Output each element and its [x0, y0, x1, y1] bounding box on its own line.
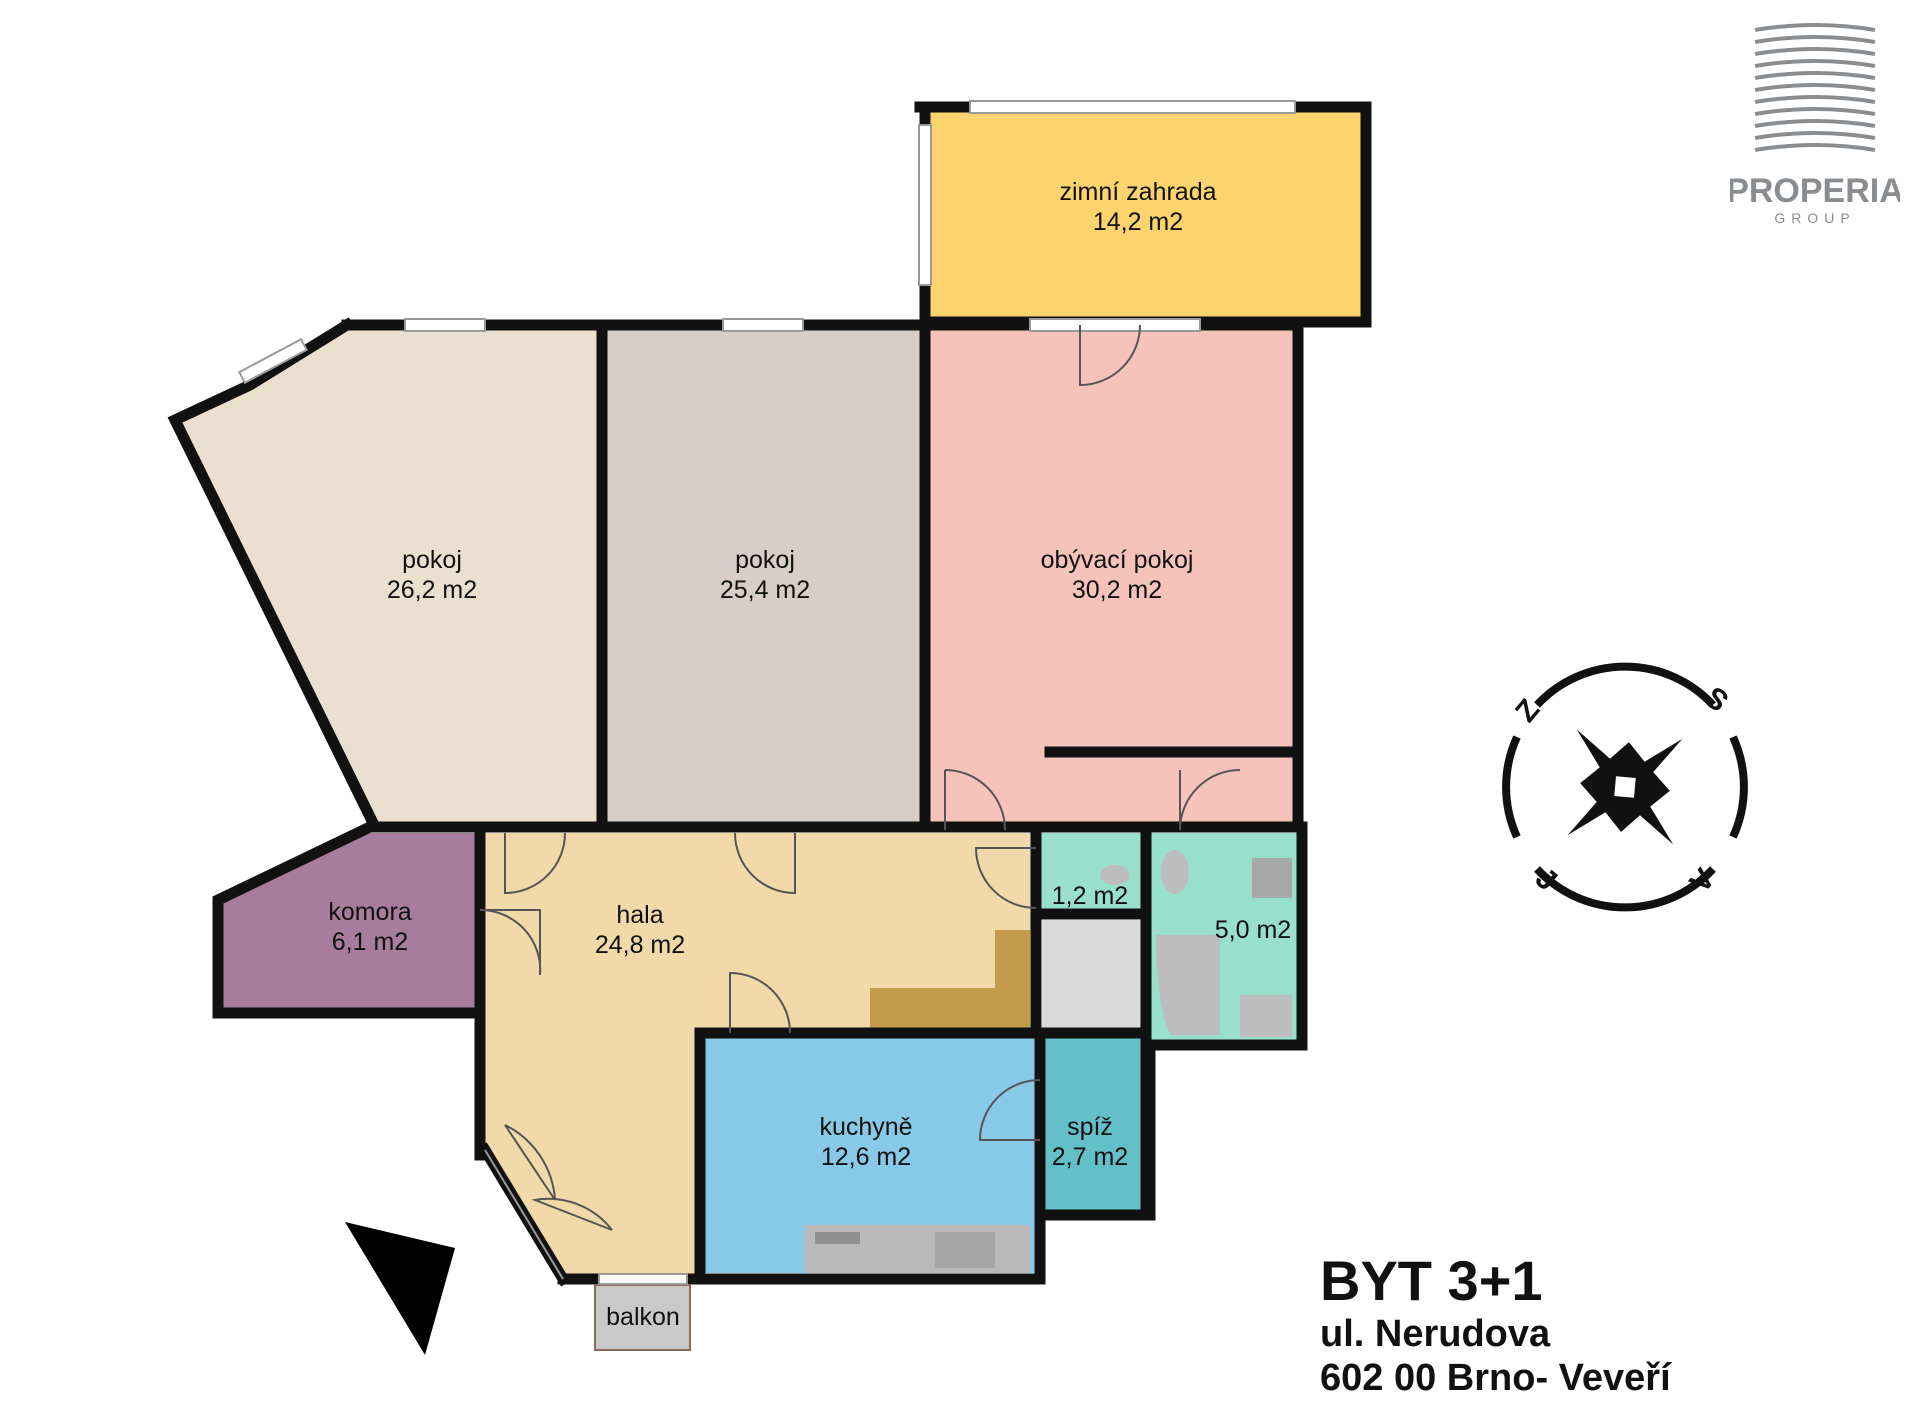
room-labels: zimní zahrada 14,2 m2 pokoj 26,2 m2 poko…: [328, 178, 1291, 1331]
room-fill-zimni-zahrada: [925, 107, 1366, 320]
stairs: [870, 930, 1030, 1028]
wc-sink-icon: [1100, 865, 1130, 885]
room-area-pokoj-2: 25,4 m2: [720, 576, 810, 604]
room-fill-hala: [480, 833, 1036, 1278]
shaft-area: [1042, 920, 1142, 1030]
compass: S V J Z: [1502, 662, 1748, 912]
room-area-spiz: 2,7 m2: [1052, 1143, 1128, 1171]
shower-tray-icon: [1240, 995, 1292, 1037]
room-area-koupelna: 5,0 m2: [1215, 916, 1291, 944]
compass-letter-j: J: [1529, 862, 1563, 898]
room-area-wc: 1,2 m2: [1052, 882, 1128, 910]
bathroom-fixtures: [1100, 850, 1292, 1037]
room-name-pokoj-2: pokoj: [735, 546, 795, 574]
windows: [237, 100, 1296, 1285]
compass-ring: [1502, 662, 1748, 912]
room-fill-wc: [1040, 833, 1142, 912]
room-name-komora: komora: [328, 898, 411, 926]
room-fill-obyvaci-pokoj: [925, 325, 1298, 822]
room-fill-pokoj-1: [175, 325, 602, 822]
logo-sub: GROUP: [1774, 210, 1855, 226]
room-name-kuchyne: kuchyně: [819, 1113, 912, 1141]
room-area-obyvaci-pokoj: 30,2 m2: [1072, 576, 1162, 604]
title-street: ul. Nerudova: [1320, 1313, 1551, 1355]
washbasin-icon: [1252, 858, 1292, 898]
kitchen-counter: [805, 1225, 1030, 1273]
room-fill-pokoj-2: [602, 325, 920, 822]
title-city: 602 00 Brno- Veveří: [1320, 1357, 1671, 1399]
walls: [167, 101, 1372, 1287]
room-name-balkon: balkon: [606, 1303, 680, 1331]
stairs-icon: [870, 930, 1030, 1028]
room-name-obyvaci-pokoj: obývací pokoj: [1041, 546, 1194, 574]
room-area-pokoj-1: 26,2 m2: [387, 576, 477, 604]
toilet-icon: [1161, 850, 1189, 894]
room-area-kuchyne: 12,6 m2: [821, 1143, 911, 1171]
title-heading: BYT 3+1: [1320, 1249, 1543, 1312]
room-fill-kuchyne: [700, 1037, 1036, 1273]
bathtub-icon: [1156, 935, 1220, 1035]
room-name-hala: hala: [616, 901, 663, 929]
room-fills: [175, 107, 1366, 1350]
room-fill-komora: [218, 833, 475, 1010]
entrance-arrow-icon: [345, 1222, 455, 1355]
room-name-pokoj-1: pokoj: [402, 546, 462, 574]
compass-rose-icon: [1567, 729, 1683, 845]
room-name-zimni-zahrada: zimní zahrada: [1059, 178, 1216, 206]
doors: [479, 324, 1241, 1231]
room-name-spiz: spíž: [1067, 1113, 1113, 1141]
room-fill-balkon: [595, 1285, 690, 1350]
properia-logo: PROPERIA GROUP: [1726, 20, 1904, 240]
room-area-zimni-zahrada: 14,2 m2: [1093, 208, 1183, 236]
properia-logo-icon: PROPERIA GROUP: [1726, 23, 1904, 226]
room-area-hala: 24,8 m2: [595, 931, 685, 959]
title-block: BYT 3+1 ul. Nerudova 602 00 Brno- Veveří: [1320, 1250, 1671, 1400]
room-fill-spiz: [1043, 1037, 1144, 1210]
compass-letter-s: S: [1698, 681, 1735, 719]
compass-letter-v: V: [1684, 863, 1722, 900]
room-area-komora: 6,1 m2: [332, 928, 408, 956]
logo-name: PROPERIA: [1730, 172, 1900, 210]
